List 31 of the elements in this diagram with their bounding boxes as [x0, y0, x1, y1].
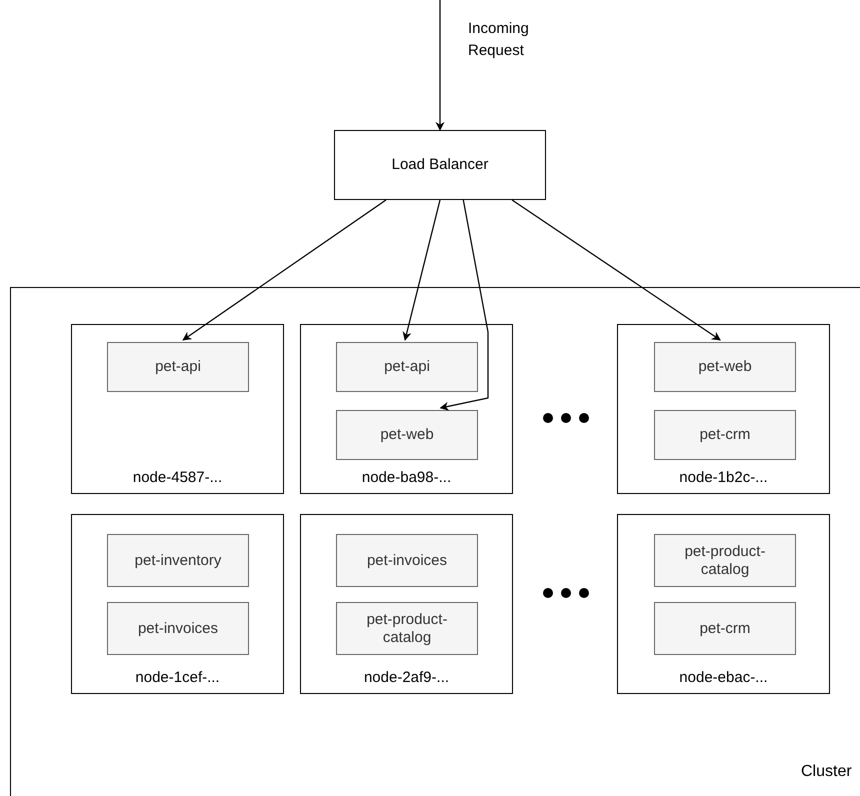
node-name: node-ebac-... [678, 669, 769, 687]
node-name: node-1cef-... [134, 669, 221, 687]
service-box: pet-crm [654, 410, 796, 460]
arrow [402, 200, 441, 341]
node-name: node-ba98-... [360, 469, 452, 487]
service-box: pet-web [654, 342, 796, 392]
arrow [436, 0, 444, 131]
worker-node-box [300, 514, 513, 694]
worker-node-box [71, 324, 284, 494]
arrow [440, 200, 489, 411]
load-balancer-box: Load Balancer [334, 130, 546, 200]
arrow [512, 200, 721, 340]
service-box: pet-inventory [107, 534, 249, 587]
service-box: pet-crm [654, 602, 796, 655]
cluster-title: Cluster [801, 762, 852, 782]
service-box: pet-api [336, 342, 478, 392]
worker-node-box [300, 324, 513, 494]
worker-node-box [71, 514, 284, 694]
service-box: pet-product-catalog [654, 534, 796, 587]
node-name: node-1b2c-... [678, 469, 769, 487]
node-name: node-4587-... [132, 469, 224, 487]
arrow [182, 200, 386, 340]
node-name: node-2af9-... [362, 669, 450, 687]
service-box: pet-web [336, 410, 478, 460]
worker-node-box [617, 324, 830, 494]
service-box: pet-api [107, 342, 249, 392]
service-box: pet-invoices [107, 602, 249, 655]
service-box: pet-invoices [336, 534, 478, 587]
worker-node-box [617, 514, 830, 694]
service-box: pet-product-catalog [336, 602, 478, 655]
cluster-frame [10, 287, 860, 796]
